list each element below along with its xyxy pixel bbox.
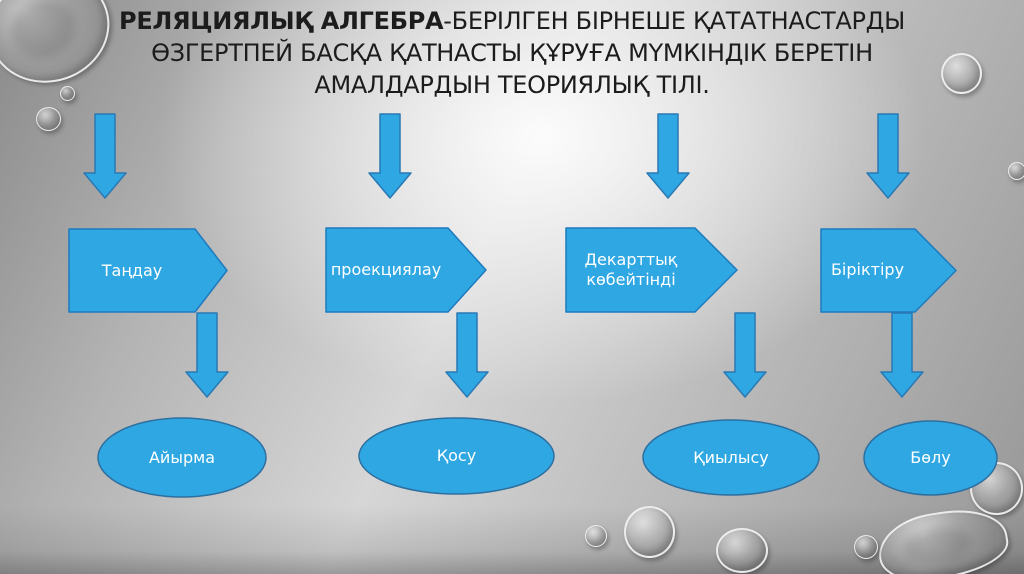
operation-label-1: Таңдау	[101, 260, 163, 280]
result-shape-3	[642, 419, 820, 496]
water-droplet-top-right	[941, 53, 982, 94]
operation-shape-1	[68, 228, 228, 313]
result-label-4: Бөлу	[910, 448, 951, 467]
result-label-1: Айырма	[148, 447, 215, 467]
down-arrow-icon	[368, 113, 412, 199]
down-arrow-icon	[646, 113, 690, 199]
slide-title: РЕЛЯЦИЯЛЫҚ АЛГЕБРА-БЕРІЛГЕН БІРНЕШЕ ҚАТА…	[62, 6, 962, 102]
down-arrow-icon	[185, 312, 229, 398]
water-droplet-bottom-mid	[716, 528, 768, 573]
title-definition: -БЕРІЛГЕН БІРНЕШЕ ҚАТАТНАСТАРДЫ ӨЗГЕРТПЕ…	[151, 7, 905, 99]
operation-label-3: Декарттық көбейтінді	[584, 250, 678, 289]
result-shape-1	[97, 417, 267, 498]
operation-label-4: Біріктіру	[830, 260, 905, 279]
result-label-2: Қосу	[436, 446, 477, 465]
water-droplet-small	[60, 86, 75, 101]
down-arrow-icon	[445, 312, 489, 398]
down-arrow-icon	[723, 312, 767, 398]
water-droplet-bottom-mid	[624, 506, 675, 558]
water-droplet-right-edge	[1008, 162, 1024, 180]
down-arrow-icon	[866, 113, 910, 199]
droplet-shadow	[900, 523, 975, 568]
water-droplet-small	[36, 107, 61, 131]
water-droplet-bottom-right	[970, 462, 1023, 515]
result-shape-2	[358, 417, 555, 495]
result-shape-4	[863, 420, 998, 496]
result-label-3: Қиылысу	[693, 447, 769, 467]
operation-shape-2	[325, 227, 487, 313]
down-arrow-icon	[83, 113, 127, 199]
down-arrow-icon	[880, 312, 924, 398]
operation-shape-3	[565, 227, 738, 313]
water-droplet-small	[854, 535, 878, 559]
title-term: РЕЛЯЦИЯЛЫҚ АЛГЕБРА	[119, 7, 444, 35]
operation-shape-4	[820, 228, 957, 313]
operation-label-2: проекциялау	[330, 260, 442, 279]
water-droplet-bottom-mid	[585, 525, 607, 547]
